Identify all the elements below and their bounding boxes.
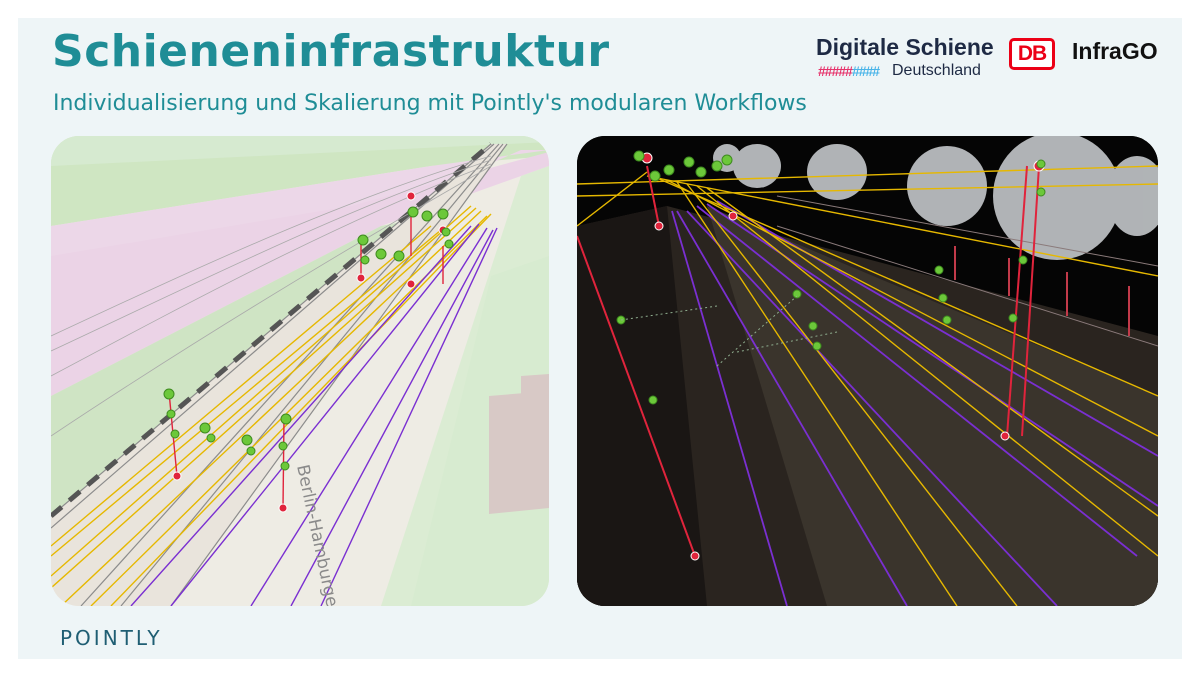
digitale-schiene-logo-text: Digitale Schiene [816,34,994,60]
hash-mark-group: ##### [818,63,853,79]
slide: Schieneninfrastruktur Individualisierung… [18,18,1182,659]
slide-title: Schieneninfrastruktur [52,26,610,77]
deutschland-logo-text: Deutschland [892,62,981,79]
map-view-image: Berlin-Hamburger Ba [51,136,549,606]
slide-subtitle: Individualisierung und Skalierung mit Po… [53,91,807,116]
point-cloud-image [577,136,1158,606]
db-logo: DB [1009,38,1055,70]
point-cloud-panel [577,136,1158,606]
pointly-logo: POINTLY [60,626,163,650]
hash-mark-group: #### [851,63,880,79]
map-view-panel: Berlin-Hamburger Ba [51,136,549,606]
infrago-logo-text: InfraGO [1072,38,1158,64]
digitale-schiene-hash-logo: ######### [818,63,880,79]
partner-logos: Digitale Schiene ######### Deutschland D… [816,32,1176,92]
